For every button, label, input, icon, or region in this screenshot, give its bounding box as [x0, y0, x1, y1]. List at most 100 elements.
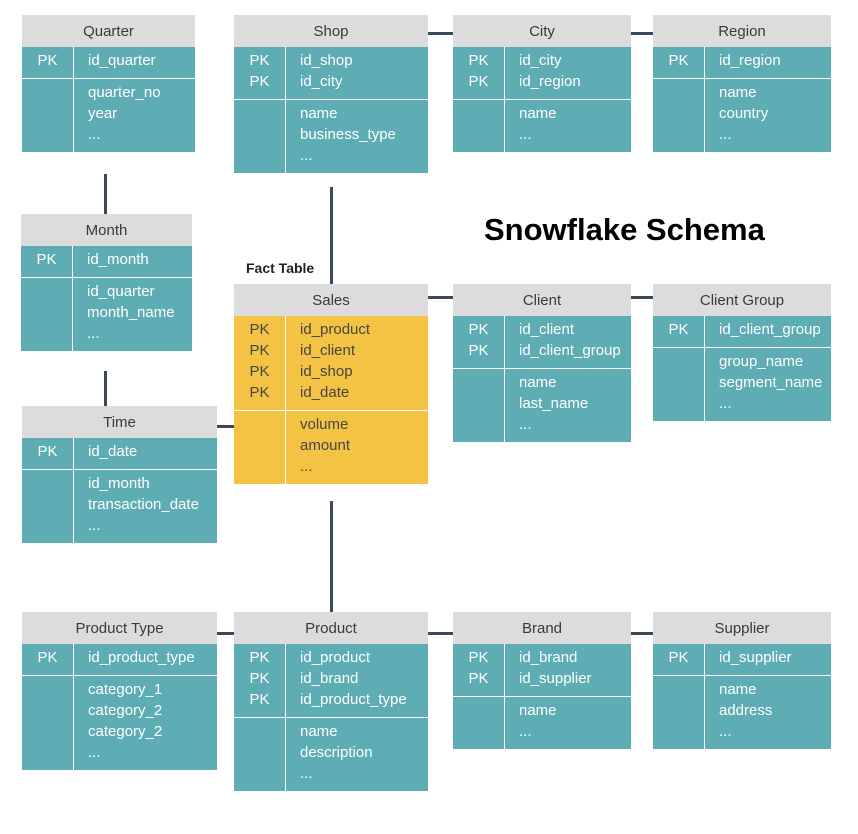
pk-marker: PK [249, 384, 270, 401]
pk-column: PK [22, 438, 74, 469]
key-field-column: id_client_group [705, 316, 831, 347]
pk-column-empty [653, 79, 705, 152]
attribute-field: transaction_date [88, 496, 199, 513]
attribute-field: description [300, 744, 373, 761]
attribute-field: year [88, 105, 118, 122]
pk-marker: PK [249, 363, 270, 380]
relation-connector [330, 187, 333, 284]
attribute-field: category_2 [88, 702, 163, 719]
pk-marker: PK [37, 52, 58, 69]
attribute-field: name [300, 723, 338, 740]
table-header: Sales [234, 284, 428, 316]
key-field: id_supplier [719, 649, 792, 666]
relation-connector [330, 501, 333, 612]
table-header: Product Type [22, 612, 217, 644]
key-field: id_brand [519, 649, 578, 666]
pk-marker: PK [249, 342, 270, 359]
attribute-field: ... [519, 723, 532, 740]
attribute-field: segment_name [719, 374, 823, 391]
pk-column-empty [234, 100, 286, 173]
key-field-column: id_quarter [74, 47, 195, 78]
key-field: id_product_type [88, 649, 195, 666]
attribute-field: ... [88, 126, 101, 143]
pk-marker: PK [249, 52, 270, 69]
key-field: id_date [300, 384, 350, 401]
pk-column-empty [21, 278, 73, 351]
keys-section: PK id_client_group [653, 316, 831, 348]
pk-column-empty [653, 348, 705, 421]
key-field: id_client_group [519, 342, 621, 359]
pk-column-empty [234, 718, 286, 791]
keys-section: PK PK id_shop id_city [234, 47, 428, 100]
relation-connector [104, 371, 107, 406]
pk-marker: PK [249, 321, 270, 338]
attribute-field: volume [300, 416, 349, 433]
pk-column: PK [653, 47, 705, 78]
attribute-field: name [519, 105, 557, 122]
attribute-field: ... [88, 517, 101, 534]
key-field: id_client [519, 321, 575, 338]
fact-table-label: Fact Table [246, 260, 315, 276]
fields-section: name... [453, 100, 631, 152]
table-header: Client [453, 284, 631, 316]
pk-marker: PK [249, 73, 270, 90]
attribute-field: business_type [300, 126, 396, 143]
key-field-column: id_supplier [705, 644, 831, 675]
key-field: id_city [300, 73, 343, 90]
attribute-field: ... [300, 458, 313, 475]
pk-marker: PK [249, 649, 270, 666]
attribute-field: quarter_no [88, 84, 161, 101]
pk-marker: PK [668, 52, 689, 69]
key-field: id_product [300, 321, 371, 338]
key-field: id_client [300, 342, 356, 359]
keys-section: PK id_quarter [22, 47, 195, 79]
field-column: name... [505, 100, 631, 152]
relation-connector [631, 632, 653, 635]
pk-column-empty [22, 470, 74, 543]
keys-section: PK id_supplier [653, 644, 831, 676]
pk-marker: PK [668, 321, 689, 338]
attribute-field: ... [719, 723, 732, 740]
pk-column-empty [22, 79, 74, 152]
key-field: id_date [88, 443, 138, 460]
key-field: id_shop [300, 52, 353, 69]
relation-connector [631, 32, 653, 35]
table-header: Quarter [22, 15, 195, 47]
pk-marker: PK [668, 649, 689, 666]
attribute-field: name [300, 105, 338, 122]
key-field: id_product_type [300, 691, 407, 708]
attribute-field: ... [519, 126, 532, 143]
pk-column: PK [22, 47, 74, 78]
pk-marker: PK [249, 670, 270, 687]
attribute-field: name [519, 702, 557, 719]
table-header: Time [22, 406, 217, 438]
key-field-column: id_date [74, 438, 217, 469]
